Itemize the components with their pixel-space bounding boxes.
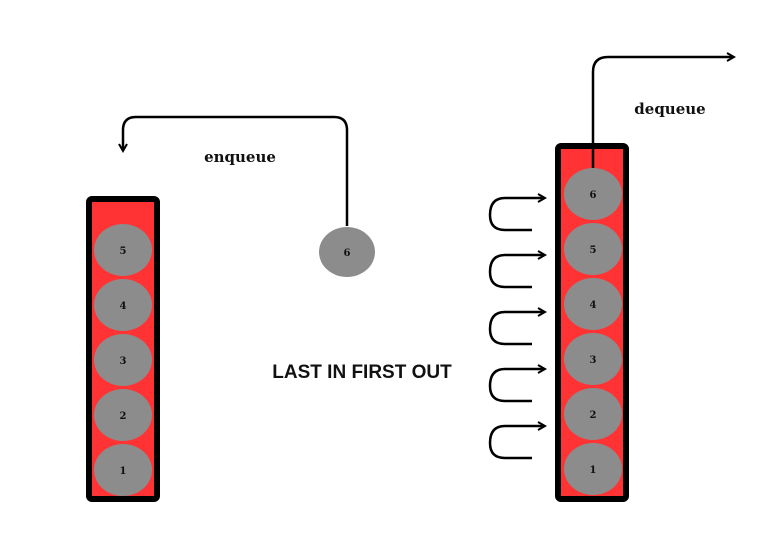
right-stack-ball-2 xyxy=(564,388,622,440)
dequeue-label: dequeue xyxy=(634,100,705,118)
left-stack-ball-2 xyxy=(94,389,152,441)
left-stack-ball-3 xyxy=(94,334,152,386)
enqueue-arrow xyxy=(123,115,349,226)
left-stack-ball-1 xyxy=(94,444,152,496)
left-stack-ball-label-5: 5 xyxy=(120,246,127,257)
dequeue-arrow xyxy=(591,57,733,168)
left-stack-ball-label-4: 4 xyxy=(120,301,127,312)
shift-up-arrow xyxy=(488,426,544,460)
caption: LAST IN FIRST OUT xyxy=(272,362,452,383)
left-stack-ball-label-1: 1 xyxy=(120,466,127,477)
right-stack-ball-label-2: 2 xyxy=(590,410,597,421)
right-stack-ball-label-1: 1 xyxy=(590,465,597,476)
right-stack-ball-label-5: 5 xyxy=(590,245,597,256)
right-stack-ball-5 xyxy=(564,223,622,275)
shift-up-arrow xyxy=(488,369,544,403)
right-stack-ball-1 xyxy=(564,443,622,495)
left-stack-ball-4 xyxy=(94,279,152,331)
right-stack-ball-label-6: 6 xyxy=(590,190,597,201)
left-stack-ball-label-3: 3 xyxy=(120,356,127,367)
right-stack-ball-label-4: 4 xyxy=(590,300,597,311)
right-stack-ball-6 xyxy=(564,168,622,220)
right-stack-ball-4 xyxy=(564,278,622,330)
shift-up-arrow xyxy=(488,255,544,289)
shift-up-arrow xyxy=(488,312,544,346)
shift-up-arrow xyxy=(488,198,544,232)
left-stack-ball-5 xyxy=(94,224,152,276)
right-stack-ball-3 xyxy=(564,333,622,385)
enqueue-label: enqueue xyxy=(204,148,276,166)
incoming-ball-label: 6 xyxy=(344,248,351,259)
left-stack-ball-label-2: 2 xyxy=(120,411,127,422)
incoming-ball xyxy=(319,227,375,277)
right-stack-ball-label-3: 3 xyxy=(590,355,597,366)
